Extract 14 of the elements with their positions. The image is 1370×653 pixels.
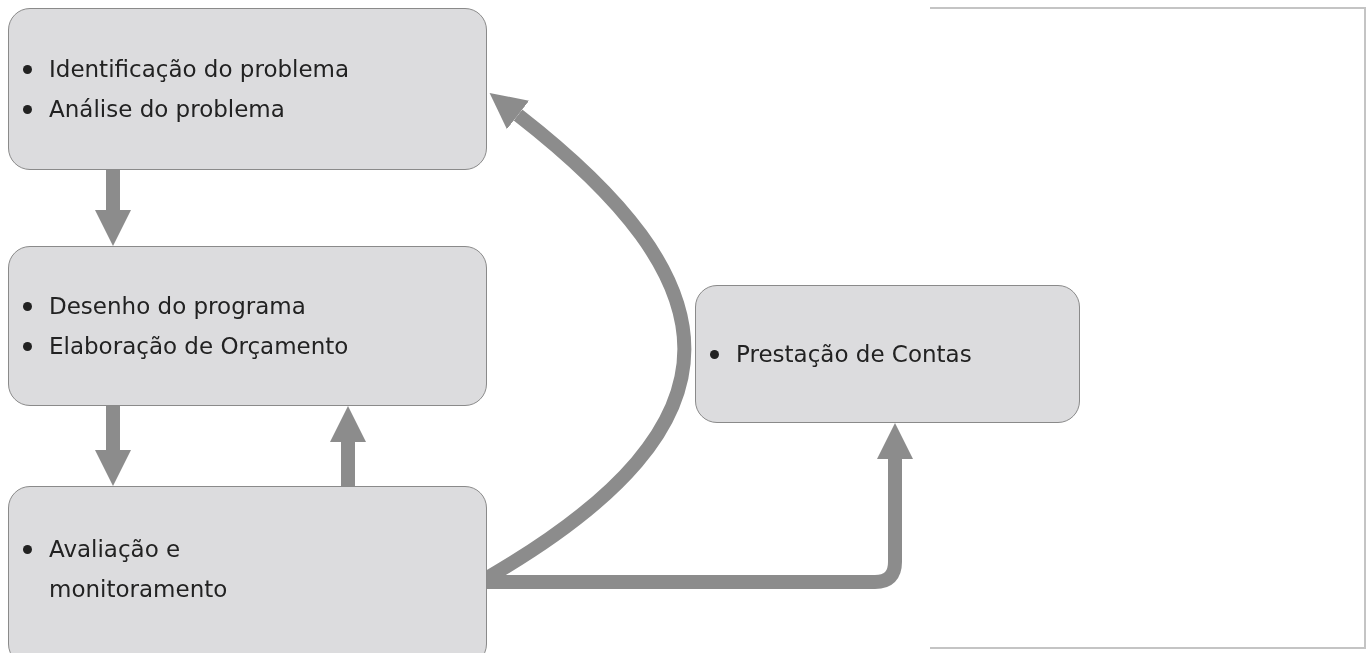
process-box	[8, 246, 487, 406]
list-item-text: Prestação de Contas	[736, 341, 972, 367]
arrow	[95, 170, 131, 246]
arrow	[487, 423, 913, 589]
list-item-text: Análise do problema	[49, 96, 285, 122]
list-item-text: Identificação do problema	[49, 56, 350, 82]
process-box	[8, 8, 487, 170]
list-item-text: Avaliação e monitoramento	[49, 536, 228, 602]
list-item-text: Elaboração de Orçamento	[49, 333, 349, 359]
process-box	[695, 285, 1080, 423]
arrow	[330, 406, 366, 486]
process-box	[8, 486, 487, 653]
list-item-text: Desenho do programa	[49, 293, 306, 319]
arrow	[95, 406, 131, 486]
